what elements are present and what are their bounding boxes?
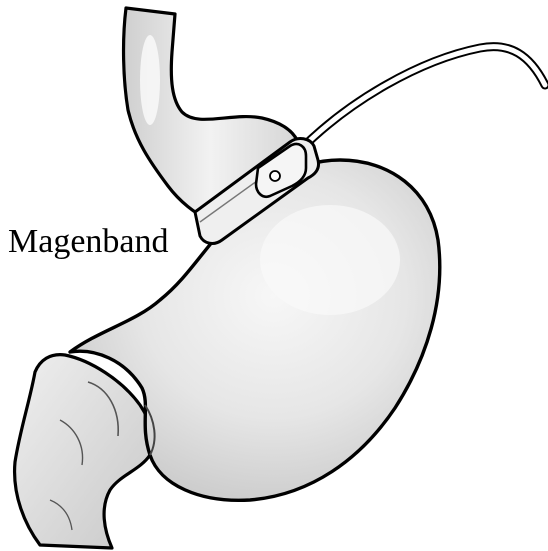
stomach-highlight [260,205,400,315]
esophagus-highlight [140,35,160,125]
band-tube-outline [300,47,545,150]
band-buckle-hole [270,171,280,181]
duodenum [15,355,154,548]
band-label: Magenband [8,222,169,262]
